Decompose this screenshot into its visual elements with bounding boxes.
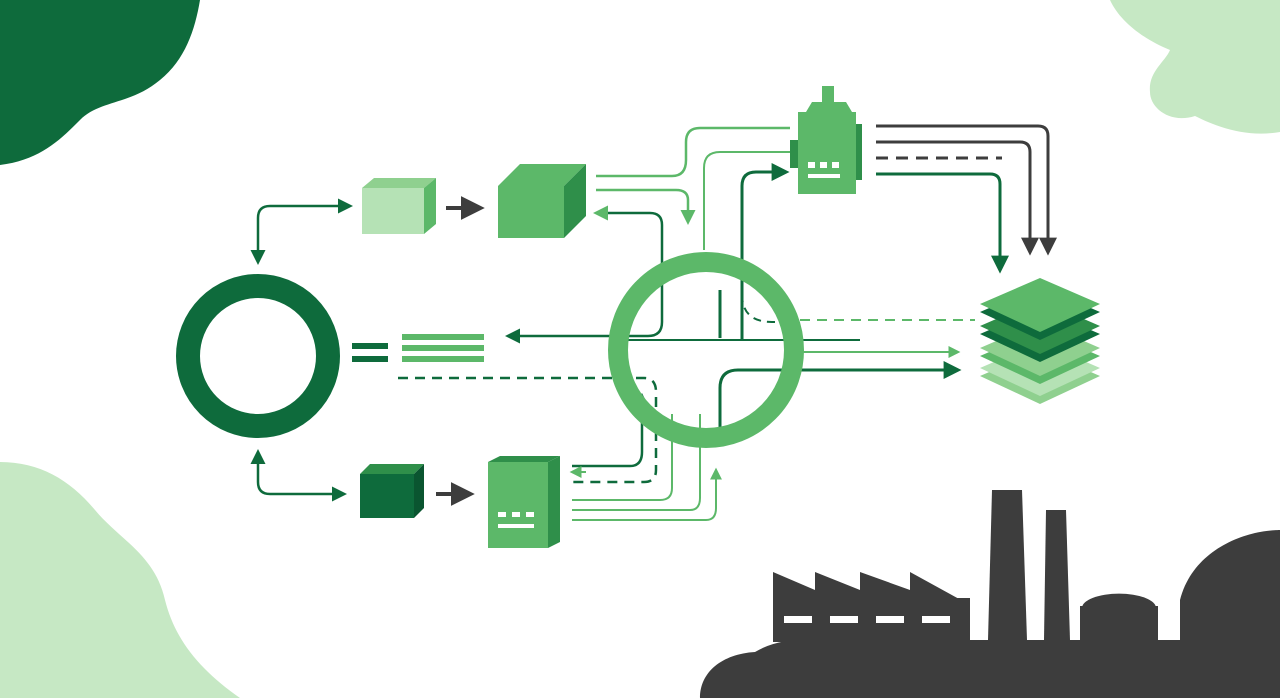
top-left-blob — [0, 0, 200, 165]
factory-icon — [700, 490, 1280, 698]
stack-icon — [980, 278, 1100, 404]
lines-icon — [402, 334, 484, 362]
equals-icon — [352, 343, 388, 362]
bottom-left-blob — [0, 462, 240, 698]
light-cube-icon — [362, 178, 436, 234]
top-right-blob — [1110, 0, 1280, 134]
recycle-ring-icon — [176, 274, 340, 438]
server-icon — [488, 456, 560, 548]
left-loop-arrows — [250, 198, 353, 502]
green-connectors — [398, 126, 975, 521]
green-block-icon — [498, 164, 586, 238]
grey-connectors — [876, 124, 1057, 274]
dark-cube-icon — [360, 464, 424, 518]
central-hub-icon — [608, 252, 804, 448]
machine-icon — [790, 86, 862, 194]
